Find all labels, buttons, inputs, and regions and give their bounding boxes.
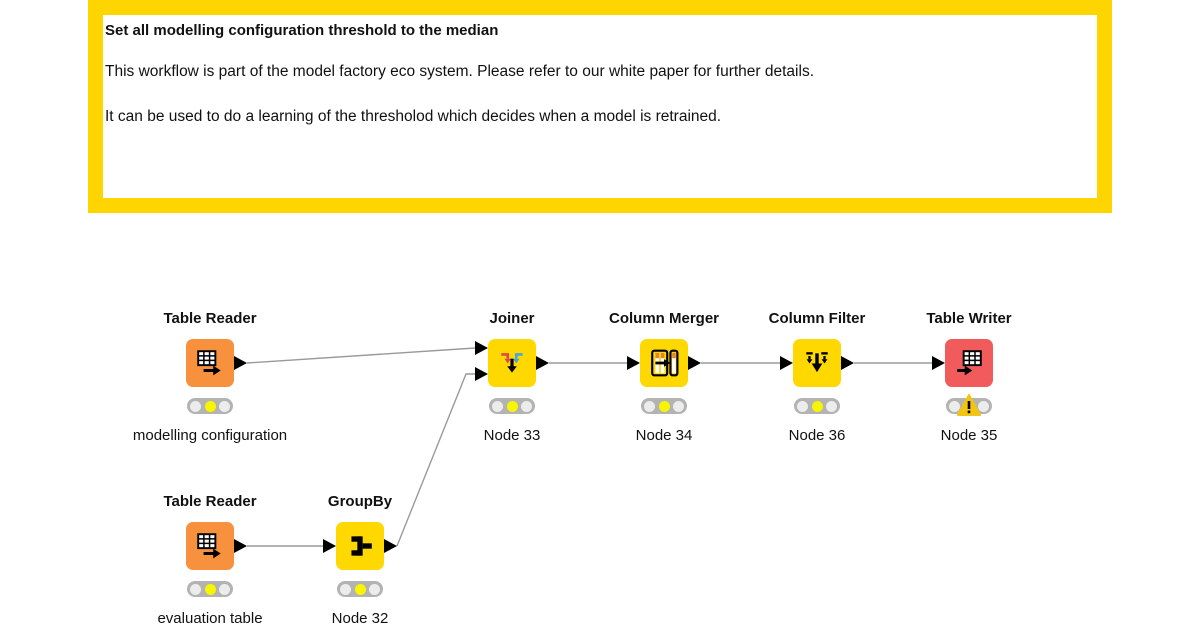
node-title: GroupBy [327,493,393,510]
traffic-dot-green [978,400,989,412]
traffic-dot-yellow [204,583,216,595]
traffic-dot-red [340,583,351,595]
node-groupby: GroupBy Node 32 [323,493,397,627]
output-port[interactable] [234,539,247,553]
node-column-filter: Column Filter Node 36 [769,310,866,444]
traffic-dot-yellow [506,400,518,412]
column-filter-node-body[interactable] [780,339,854,387]
table-reader-icon [197,533,221,559]
traffic-light [187,398,233,414]
input-port[interactable] [932,356,945,370]
table-reader-node-body[interactable] [186,522,247,570]
node-joiner: Joiner Node 33 [475,310,549,444]
node-name: Node 35 [940,427,998,444]
node-title: Column Filter [768,310,866,327]
traffic-light [946,394,992,416]
input-port[interactable] [323,539,336,553]
input-port-top[interactable] [475,341,488,355]
traffic-light [489,398,535,414]
groupby-node-body[interactable] [323,522,397,570]
node-title: Joiner [489,310,535,327]
traffic-dot-green [219,583,230,595]
traffic-dot-green [826,400,837,412]
warning-icon [957,394,981,416]
traffic-dot-red [797,400,808,412]
traffic-dot-red [190,583,201,595]
connection-groupby-joiner[interactable] [396,373,475,547]
node-name: Node 32 [331,610,389,627]
traffic-dot-green [673,400,684,412]
node-title: Table Writer [926,310,1012,327]
node-column-merger: Column Merger Node 34 [609,310,719,444]
traffic-dot-yellow [354,583,366,595]
connection-tablereader1-joiner[interactable] [246,347,476,364]
traffic-dot-red [190,400,201,412]
column-filter-icon [806,352,828,373]
node-title: Table Reader [163,310,257,327]
table-reader-node-body[interactable] [186,339,247,387]
annotation-title: Set all modelling configuration threshol… [105,22,499,39]
traffic-dot-yellow [658,400,670,412]
node-name: evaluation table [157,610,263,627]
annotation-paragraph: This workflow is part of the model facto… [105,63,814,80]
node-name: Node 36 [788,427,846,444]
output-port[interactable] [841,356,854,370]
traffic-dot-red [949,400,960,412]
traffic-light [337,581,383,597]
traffic-light [641,398,687,414]
node-name: Node 33 [483,427,541,444]
groupby-icon [351,536,372,556]
input-port-bottom[interactable] [475,367,488,381]
node-name: modelling configuration [132,427,288,444]
traffic-dot-yellow [811,400,823,412]
table-writer-icon [957,350,982,376]
column-merger-icon [651,349,679,377]
output-port[interactable] [384,539,397,553]
traffic-light [187,581,233,597]
input-port[interactable] [780,356,793,370]
traffic-dot-red [644,400,655,412]
traffic-light [794,398,840,414]
traffic-dot-yellow [204,400,216,412]
traffic-dot-green [219,400,230,412]
node-table-reader-2: Table Reader evaluation table [157,493,262,627]
annotation-paragraph: It can be used to do a learning of the t… [105,108,722,125]
node-title: Column Merger [608,310,720,327]
table-writer-node-body[interactable] [932,339,993,387]
traffic-dot-green [369,583,380,595]
output-port[interactable] [536,356,549,370]
node-name: Node 34 [635,427,693,444]
table-reader-icon [197,350,221,376]
traffic-dot-green [521,400,532,412]
output-port[interactable] [688,356,701,370]
joiner-node-body[interactable] [475,339,549,387]
node-table-reader-1: Table Reader modelling configuration [133,310,287,444]
joiner-icon [501,353,523,373]
workflow-annotation[interactable]: Set all modelling configuration threshol… [88,0,1112,213]
input-port[interactable] [627,356,640,370]
output-port[interactable] [234,356,247,370]
node-table-writer: Table Writer Node 35 [926,310,1011,444]
traffic-dot-red [492,400,503,412]
column-merger-node-body[interactable] [627,339,701,387]
node-title: Table Reader [163,493,257,510]
